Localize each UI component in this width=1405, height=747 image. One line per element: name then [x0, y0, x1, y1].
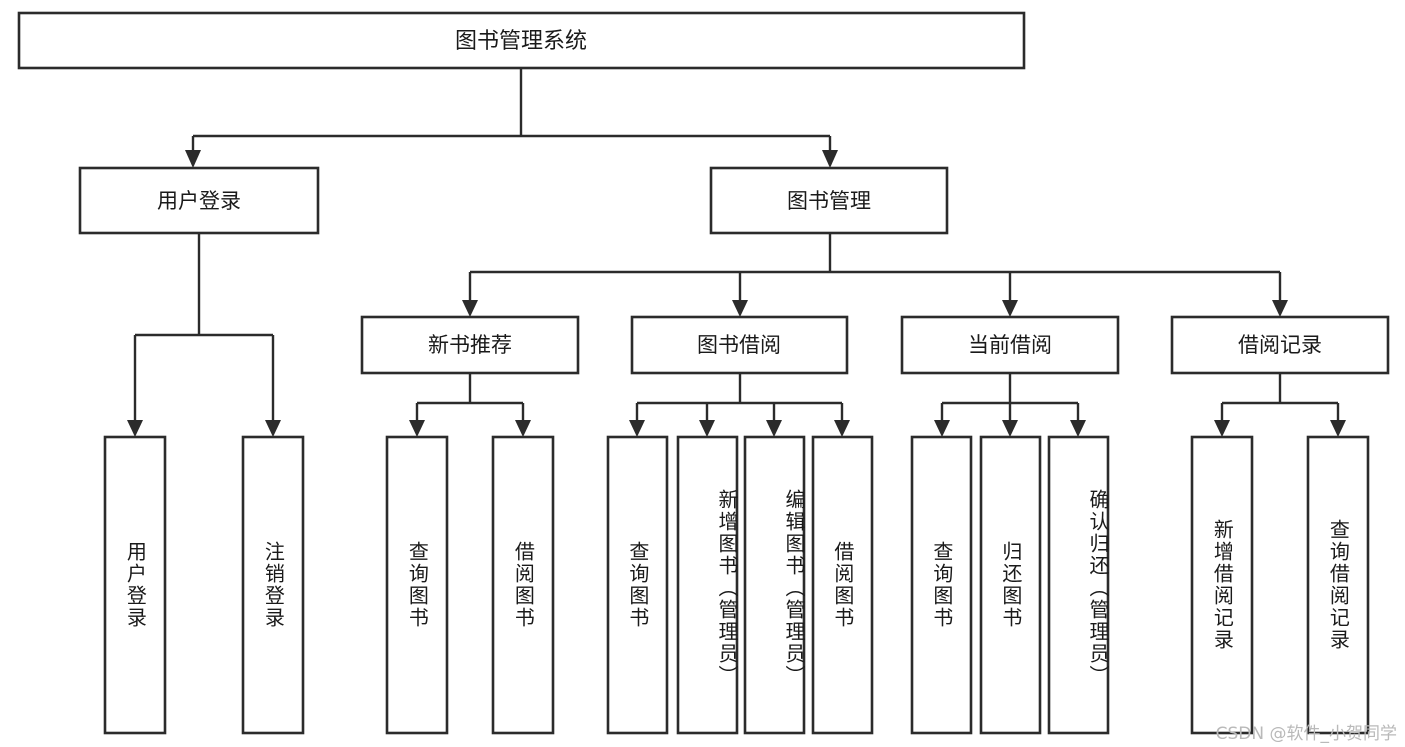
- leaf-box-user-login-1[interactable]: [241, 435, 305, 735]
- connector-root-to-level2: [185, 68, 838, 168]
- node-current-borrow[interactable]: [900, 315, 1120, 375]
- leaf-box-borrow-record-1[interactable]: [1306, 435, 1370, 735]
- node-book-borrow-label: 图书借阅: [697, 333, 781, 357]
- node-borrow-record-label: 借阅记录: [1238, 333, 1322, 357]
- leaf-box-book-borrow-0[interactable]: [606, 435, 669, 735]
- node-new-book-recommend-label: 新书推荐: [428, 333, 512, 357]
- node-root[interactable]: [17, 11, 1026, 70]
- leaf-box-borrow-record-0[interactable]: [1190, 435, 1254, 735]
- connector-newbook-to-leaves: [409, 373, 531, 437]
- leaf-box-current-borrow-2[interactable]: [1047, 435, 1110, 735]
- leaf-box-book-borrow-1[interactable]: [676, 435, 739, 735]
- leaf-box-book-borrow-3[interactable]: [811, 435, 874, 735]
- node-user-login-label: 用户登录: [157, 189, 241, 213]
- node-root-label: 图书管理系统: [455, 29, 587, 54]
- node-book-management[interactable]: [709, 166, 949, 235]
- connector-bookmgmt-to-level3: [462, 233, 1288, 317]
- leaf-box-current-borrow-1[interactable]: [979, 435, 1042, 735]
- watermark-text: CSDN @软件_小贺同学: [1215, 724, 1397, 744]
- connector-currentborrow-to-leaves: [934, 373, 1086, 437]
- node-borrow-record[interactable]: [1170, 315, 1390, 375]
- node-new-book-recommend[interactable]: [360, 315, 580, 375]
- connector-userlogin-to-leaves: [127, 233, 281, 437]
- leaf-box-new-book-0[interactable]: [385, 435, 449, 735]
- leaf-box-current-borrow-0[interactable]: [910, 435, 973, 735]
- connector-bookborrow-to-leaves: [629, 373, 850, 437]
- node-book-management-label: 图书管理: [787, 189, 871, 213]
- node-user-login[interactable]: [78, 166, 320, 235]
- node-book-borrow[interactable]: [630, 315, 849, 375]
- leaf-box-user-login-0[interactable]: [103, 435, 167, 735]
- leaf-box-new-book-1[interactable]: [491, 435, 555, 735]
- node-current-borrow-label: 当前借阅: [968, 333, 1052, 357]
- leaf-box-book-borrow-2[interactable]: [743, 435, 806, 735]
- connector-borrowrecord-to-leaves: [1214, 373, 1346, 437]
